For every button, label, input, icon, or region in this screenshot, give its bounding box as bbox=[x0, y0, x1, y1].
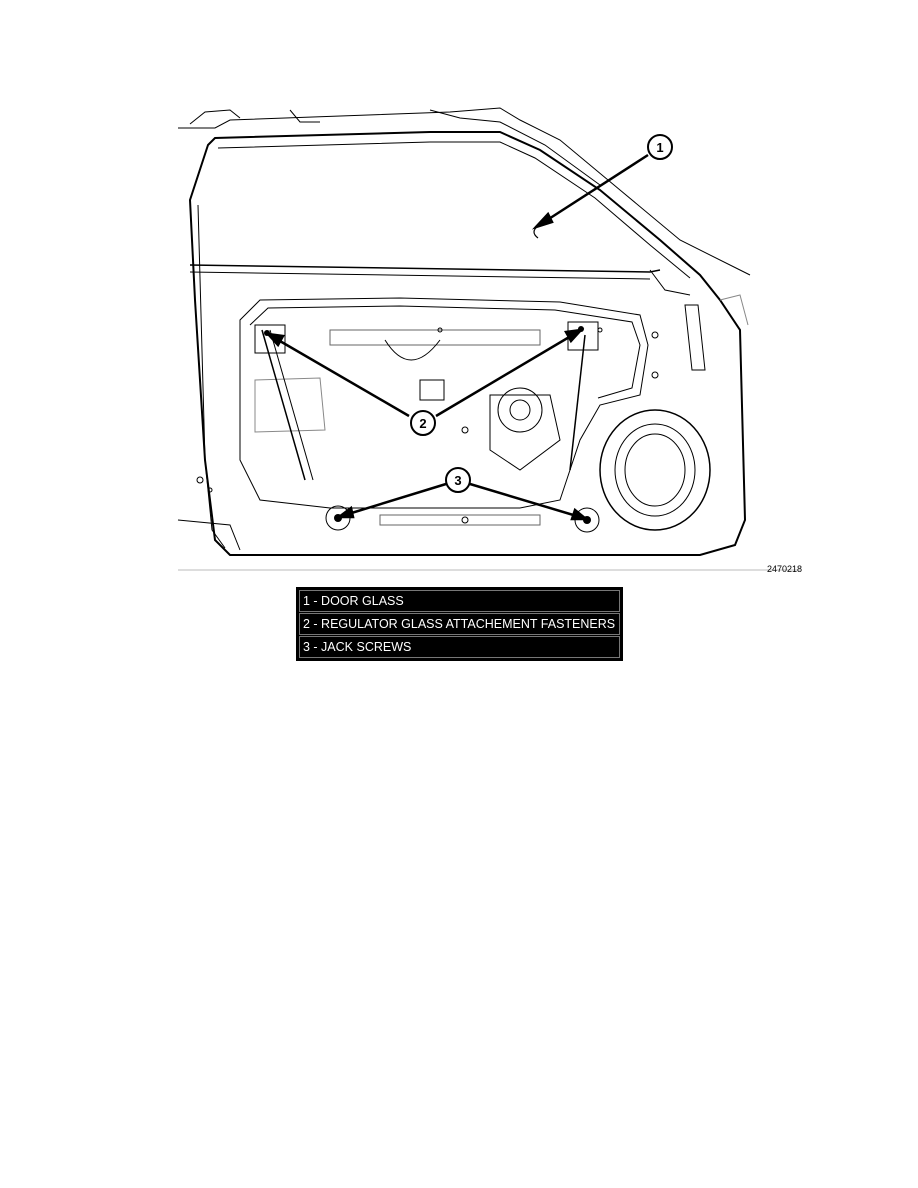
legend-row-2: 2 - REGULATOR GLASS ATTACHEMENT FASTENER… bbox=[299, 613, 620, 635]
leader-arrows bbox=[264, 153, 649, 521]
door-linework bbox=[177, 107, 800, 571]
callout-2: 2 bbox=[410, 410, 436, 436]
callout-2-number: 2 bbox=[419, 416, 426, 431]
callout-3: 3 bbox=[445, 467, 471, 493]
inner-panel bbox=[239, 297, 649, 509]
callout-3-number: 3 bbox=[454, 473, 461, 488]
callout-1: 1 bbox=[647, 134, 673, 160]
window-frame bbox=[188, 131, 747, 556]
figure-id: 2470218 bbox=[767, 564, 803, 574]
legend-row-3: 3 - JACK SCREWS bbox=[299, 636, 620, 658]
callout-1-number: 1 bbox=[656, 140, 663, 155]
callout-legend: 1 - DOOR GLASS 2 - REGULATOR GLASS ATTAC… bbox=[296, 587, 623, 661]
door-diagram: 1 2 3 bbox=[177, 107, 800, 571]
legend-row-1: 1 - DOOR GLASS bbox=[299, 590, 620, 612]
